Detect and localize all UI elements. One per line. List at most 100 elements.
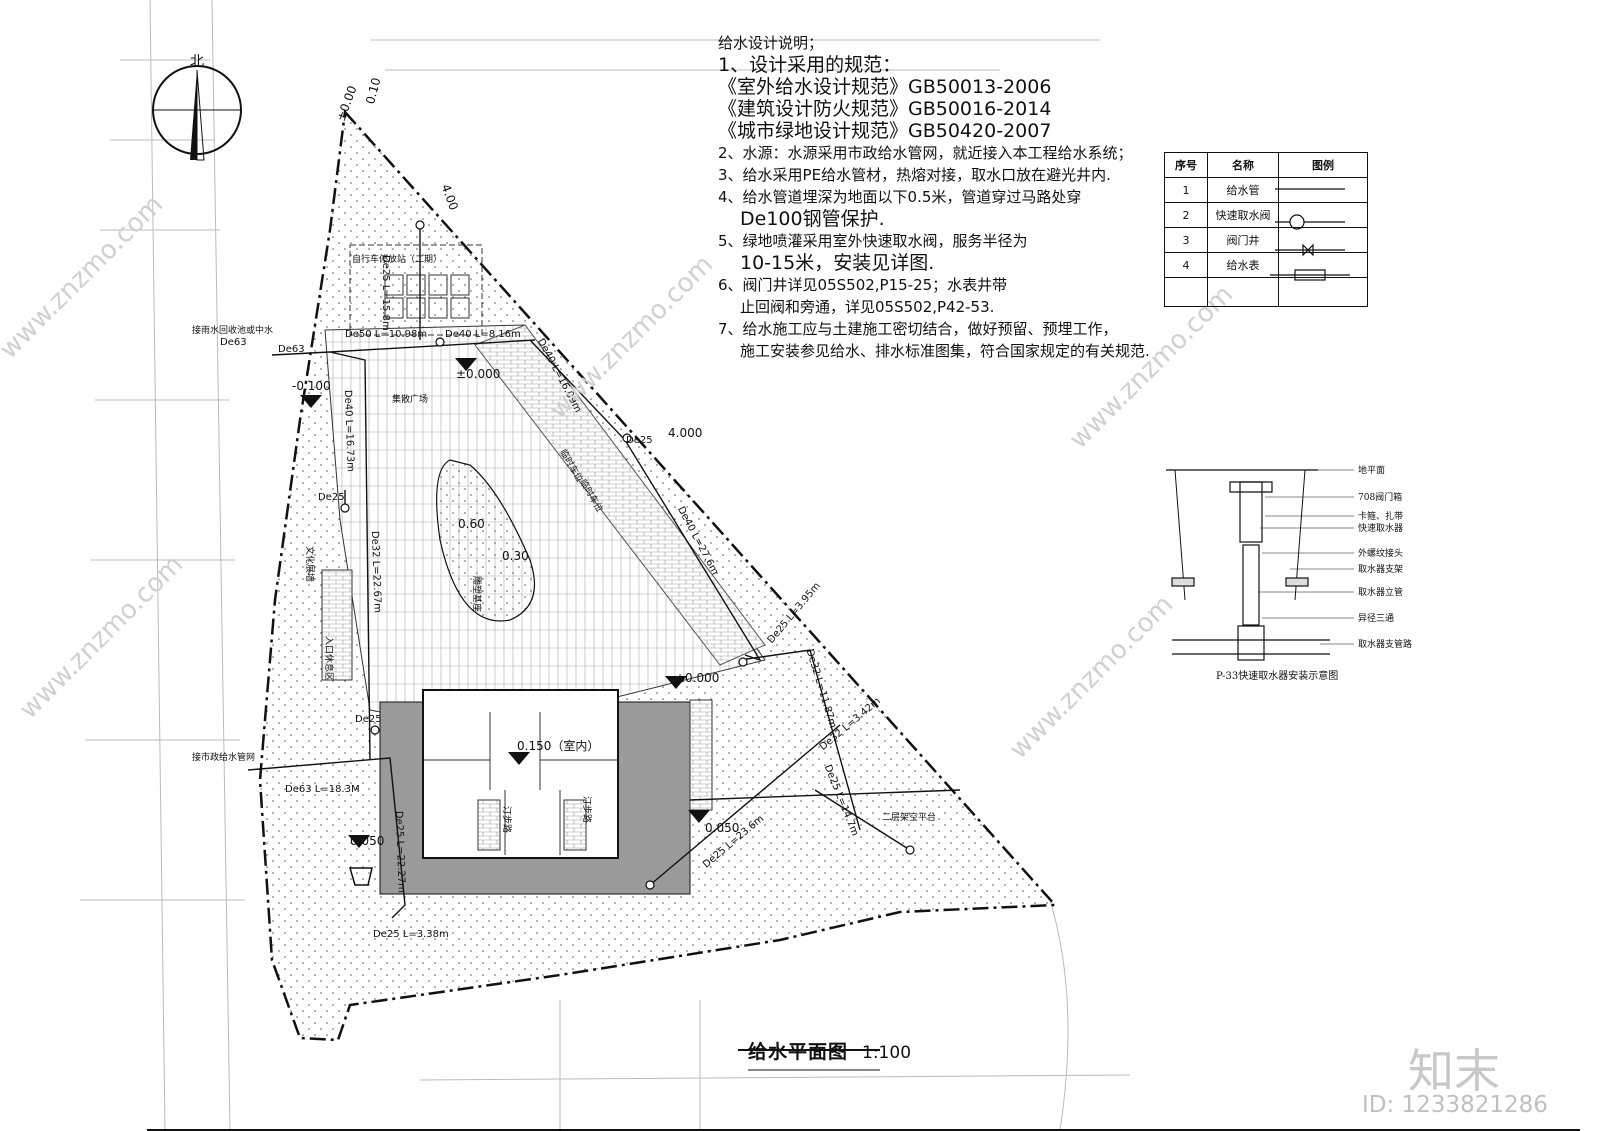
elev: 0.150（室内） — [517, 738, 599, 753]
parking-strip — [474, 324, 766, 666]
elev: 0.10 — [363, 76, 383, 105]
pipe-label: De25 L=22.27m — [393, 811, 407, 893]
note-line: De100钢管保护. — [740, 208, 885, 230]
area-label: 文化展墙 — [304, 546, 316, 582]
legend-header: 名称 — [1207, 152, 1279, 178]
bike-slots — [384, 274, 470, 319]
elev: ±0.00 — [334, 84, 360, 123]
legend-symbol — [1278, 177, 1368, 203]
brand-watermark: 知末 — [1408, 1044, 1500, 1098]
drawing-title: 给水平面图 1:100 — [748, 1037, 911, 1064]
legend-symbol — [1278, 227, 1368, 253]
title-scale: 1:100 — [862, 1043, 912, 1063]
area-label: 二层架空平台 — [882, 811, 936, 823]
building — [379, 689, 713, 895]
legend-header: 图例 — [1278, 152, 1368, 178]
note-line: 止回阀和旁通，详见05S502,P42-53. — [740, 298, 995, 316]
elev: ±0.000 — [675, 671, 719, 685]
north-compass — [152, 65, 242, 161]
note-line: 6、阀门井详见05S502,P15-25；水表井带 — [718, 276, 1008, 294]
pipe-label: De25 L=15.8m — [380, 255, 391, 331]
area-label: 集散广场 — [392, 393, 428, 405]
culture-wall — [321, 569, 353, 681]
pipe-label: De25 — [355, 714, 382, 725]
elevation-markers — [300, 358, 710, 848]
note-line: 施工安装参见给水、排水标准图集，符合国家规定的有关规范. — [740, 342, 1150, 360]
legend-no: 1 — [1164, 177, 1208, 203]
elev: 0.30 — [502, 549, 529, 563]
pipe-label: De25 — [626, 435, 653, 446]
sculpture-base — [436, 459, 536, 622]
detail-label: 异径三通 — [1358, 614, 1395, 624]
note-line: 5、绿地喷灌采用室外快速取水阀，服务半径为 — [718, 232, 1028, 250]
detail-label: 取水器支管路 — [1358, 640, 1413, 650]
pipe-label: De63 — [220, 337, 247, 348]
note-line: 《建筑设计防火规范》GB50016-2014 — [718, 98, 1052, 120]
note-line: 7、给水施工应与土建施工密切结合，做好预留、预埋工作， — [718, 320, 1118, 338]
legend-empty — [1278, 277, 1368, 307]
detail-label: 外螺纹接头 — [1358, 549, 1404, 559]
legend-no: 3 — [1164, 227, 1208, 253]
legend-name: 快速取水阀 — [1207, 202, 1279, 228]
compass-north-label: 北 — [190, 54, 204, 70]
detail-caption: P-33快速取水器安装示意图 — [1216, 671, 1339, 682]
bike-station — [349, 244, 483, 336]
detail-leaders — [1258, 469, 1354, 645]
note-line: 2、水源：水源采用市政给水管网，就近接入本工程给水系统； — [718, 144, 1133, 162]
image-id: ID: 1233821286 — [1362, 1092, 1548, 1118]
note-line: 4、给水管道埋深为地面以下0.5米，管道穿过马路处穿 — [718, 188, 1082, 206]
surrounding-context — [80, 0, 1131, 1131]
watermark-text: www.znzmo.com — [0, 190, 169, 365]
watermark-text: www.znzmo.com — [544, 250, 719, 425]
meter-well — [348, 867, 373, 886]
detail-label: 708阀门箱 — [1358, 493, 1403, 503]
pipe-label: De63 — [278, 344, 305, 355]
pipe-label: De25 L=3.38m — [373, 929, 449, 940]
note-line: 3、给水采用PE给水管材，热熔对接，取水口放在避光井内. — [718, 166, 1111, 184]
elevation-labels: ±0.00 0.10 4.00 -0.100 ±0.000 4.000 0.60… — [292, 76, 739, 848]
legend-name: 给水管 — [1207, 177, 1279, 203]
legend-table: 序号 名称 图例 1 给水管 2 快速取水阀 3 阀门井 4 给水表 — [1164, 152, 1368, 307]
legend-no: 4 — [1164, 252, 1208, 278]
elev: ±0.000 — [456, 367, 500, 381]
detail-label: 卡箍、扎带 — [1358, 512, 1404, 522]
legend-no: 2 — [1164, 202, 1208, 228]
elev: 0.050 — [350, 834, 384, 848]
design-notes: 给水设计说明； 1、设计采用的规范： 《室外给水设计规范》GB50013-200… — [718, 32, 1158, 362]
note-line: 《城市绿地设计规范》GB50420-2007 — [718, 120, 1052, 142]
pipe-label: De40 L=8.16m — [445, 329, 521, 340]
legend-empty — [1164, 277, 1208, 307]
elev: 0.60 — [458, 517, 485, 531]
area-label: 雕塑基座 — [471, 576, 483, 612]
connection-label: 接雨水回收池或中水 — [192, 324, 273, 336]
note-line: 10-15米，安装见详图. — [740, 252, 935, 274]
title-name: 给水平面图 — [748, 1041, 849, 1063]
area-label: 汀步路 — [581, 796, 593, 823]
pipe-label: De63 L=18.3M — [285, 784, 360, 795]
quick-valves — [340, 220, 915, 890]
area-label: 自行车停放站（二期） — [352, 253, 442, 265]
legend-empty — [1207, 277, 1279, 307]
legend-symbol — [1278, 252, 1368, 278]
area-label: 汀步路 — [501, 806, 513, 833]
legend-header: 序号 — [1164, 152, 1208, 178]
notes-heading: 给水设计说明； — [718, 34, 824, 52]
legend-symbol — [1278, 202, 1368, 228]
detail-label: 地平面 — [1358, 466, 1386, 476]
pipe-label: De32 L=22.67m — [369, 531, 383, 613]
watermark-text: www.znzmo.com — [14, 550, 189, 725]
water-pipes — [247, 225, 961, 919]
note-line: 《室外给水设计规范》GB50013-2006 — [718, 76, 1052, 98]
elev: -0.100 — [292, 379, 331, 393]
detail-label: 取水器立管 — [1358, 588, 1404, 598]
elev: 4.000 — [668, 426, 702, 440]
legend-name: 给水表 — [1207, 252, 1279, 278]
pipe-label: De50 L=10.98m — [345, 329, 427, 340]
detail-label: 快速取水器 — [1358, 524, 1404, 534]
elev: 4.00 — [439, 182, 461, 212]
legend-name: 阀门井 — [1207, 227, 1279, 253]
valve-detail-drawing — [1166, 469, 1330, 661]
elev: 0.050 — [705, 821, 739, 835]
connection-label: 接市政给水管网 — [192, 751, 255, 763]
